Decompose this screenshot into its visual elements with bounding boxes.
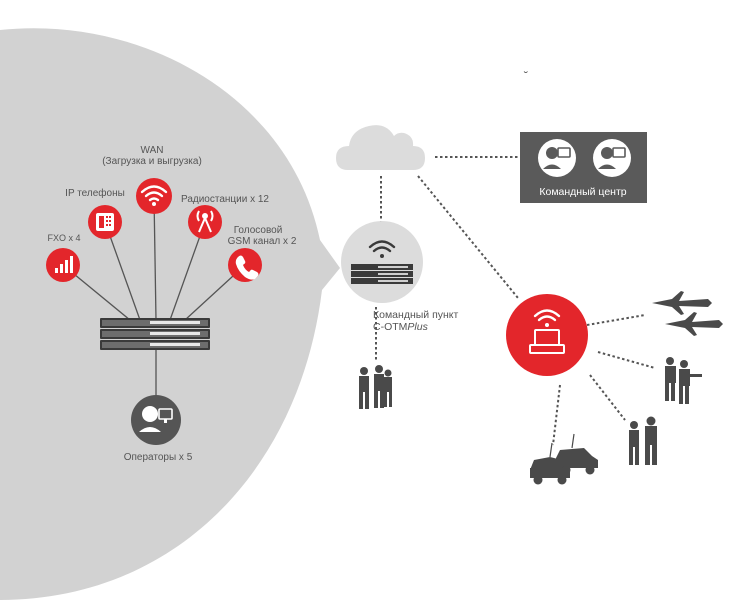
- desk-phone-icon: [96, 213, 114, 231]
- left-bubble: [0, 28, 340, 600]
- command-post-label-line2: C-OTMPlus: [373, 321, 429, 333]
- command-post-label: Командный пункт C-OTMPlus: [373, 309, 459, 333]
- aircraft: [652, 291, 723, 336]
- mobile-unit-node: [506, 294, 588, 376]
- rugged-laptop-icon: [529, 329, 565, 354]
- phone-handset-icon: [235, 255, 259, 280]
- connectors: [375, 156, 656, 446]
- gsm-label-line2: GSM канал x 2: [228, 236, 297, 247]
- gsm-label-line1: Голосовой: [234, 225, 283, 236]
- mini-rack-server: [351, 264, 413, 284]
- soldiers-group: [359, 365, 392, 409]
- rack-server: [100, 318, 210, 350]
- wan-node: [136, 178, 172, 214]
- wifi-icon: [368, 240, 396, 253]
- left-labels: WAN (Загрузка и выгрузка) IP телефоны Ра…: [47, 145, 296, 463]
- wifi-icon: [533, 309, 561, 322]
- command-center-label: Командный центр: [539, 186, 626, 198]
- radios-label: Радиостанции x 12: [181, 194, 269, 205]
- signal-bars-icon: [55, 256, 73, 273]
- cloud-icon: [336, 125, 425, 170]
- ip-phones-label: IP телефоны: [65, 187, 125, 199]
- command-post-node: [341, 221, 423, 303]
- wan-subtitle: (Загрузка и выгрузка): [102, 156, 202, 167]
- operators-node: [131, 395, 181, 445]
- operators-label: Операторы x 5: [124, 452, 193, 463]
- soldiers-group: [629, 416, 657, 465]
- command-post-label-line1: Командный пункт: [373, 309, 459, 321]
- operator-headset-icon: [538, 139, 576, 177]
- wan-title: WAN: [141, 145, 164, 156]
- gsm-node: [228, 248, 262, 282]
- operator-headset-icon: [593, 139, 631, 177]
- fxo-label: FXO x 4: [47, 233, 80, 243]
- stray-mark: ˘: [523, 69, 528, 83]
- radio-node: [188, 205, 222, 239]
- radio-tower-icon: [196, 210, 214, 233]
- operator-headset-icon: [139, 406, 173, 432]
- wifi-icon: [140, 185, 168, 202]
- command-center: Командный центр: [520, 132, 647, 203]
- military-vehicles: [530, 433, 598, 485]
- ip-phone-node: [88, 205, 122, 239]
- soldiers-group: [665, 357, 702, 404]
- fxo-node: [46, 248, 80, 282]
